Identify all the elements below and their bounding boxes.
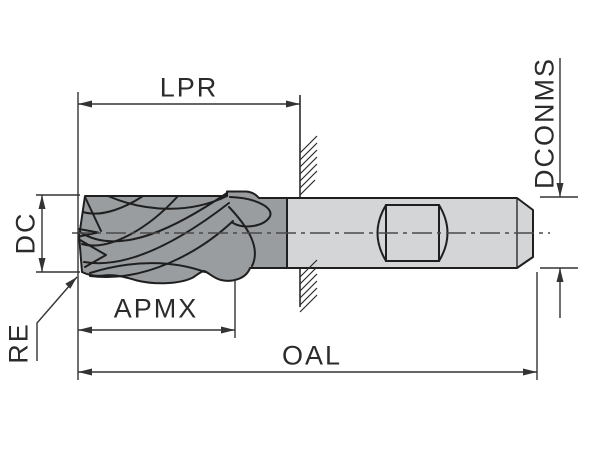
- label-oal: OAL: [281, 340, 343, 371]
- dimension-lpr: [78, 100, 300, 108]
- label-re: RE: [3, 322, 34, 364]
- flute-runout: [228, 196, 272, 267]
- dimension-dc: [36, 194, 80, 273]
- cutter-head: [78, 190, 288, 285]
- leader-re: [36, 276, 78, 361]
- hatching: [299, 135, 318, 313]
- label-dc: DC: [10, 211, 41, 255]
- flute-lines: [79, 192, 234, 278]
- label-apmx: APMX: [113, 293, 199, 324]
- label-lpr: LPR: [159, 72, 219, 103]
- label-dconms: DCONMS: [529, 57, 560, 189]
- dimension-apmx: [78, 281, 236, 338]
- dimension-oal: [78, 272, 538, 380]
- dimension-dconms: [540, 58, 578, 318]
